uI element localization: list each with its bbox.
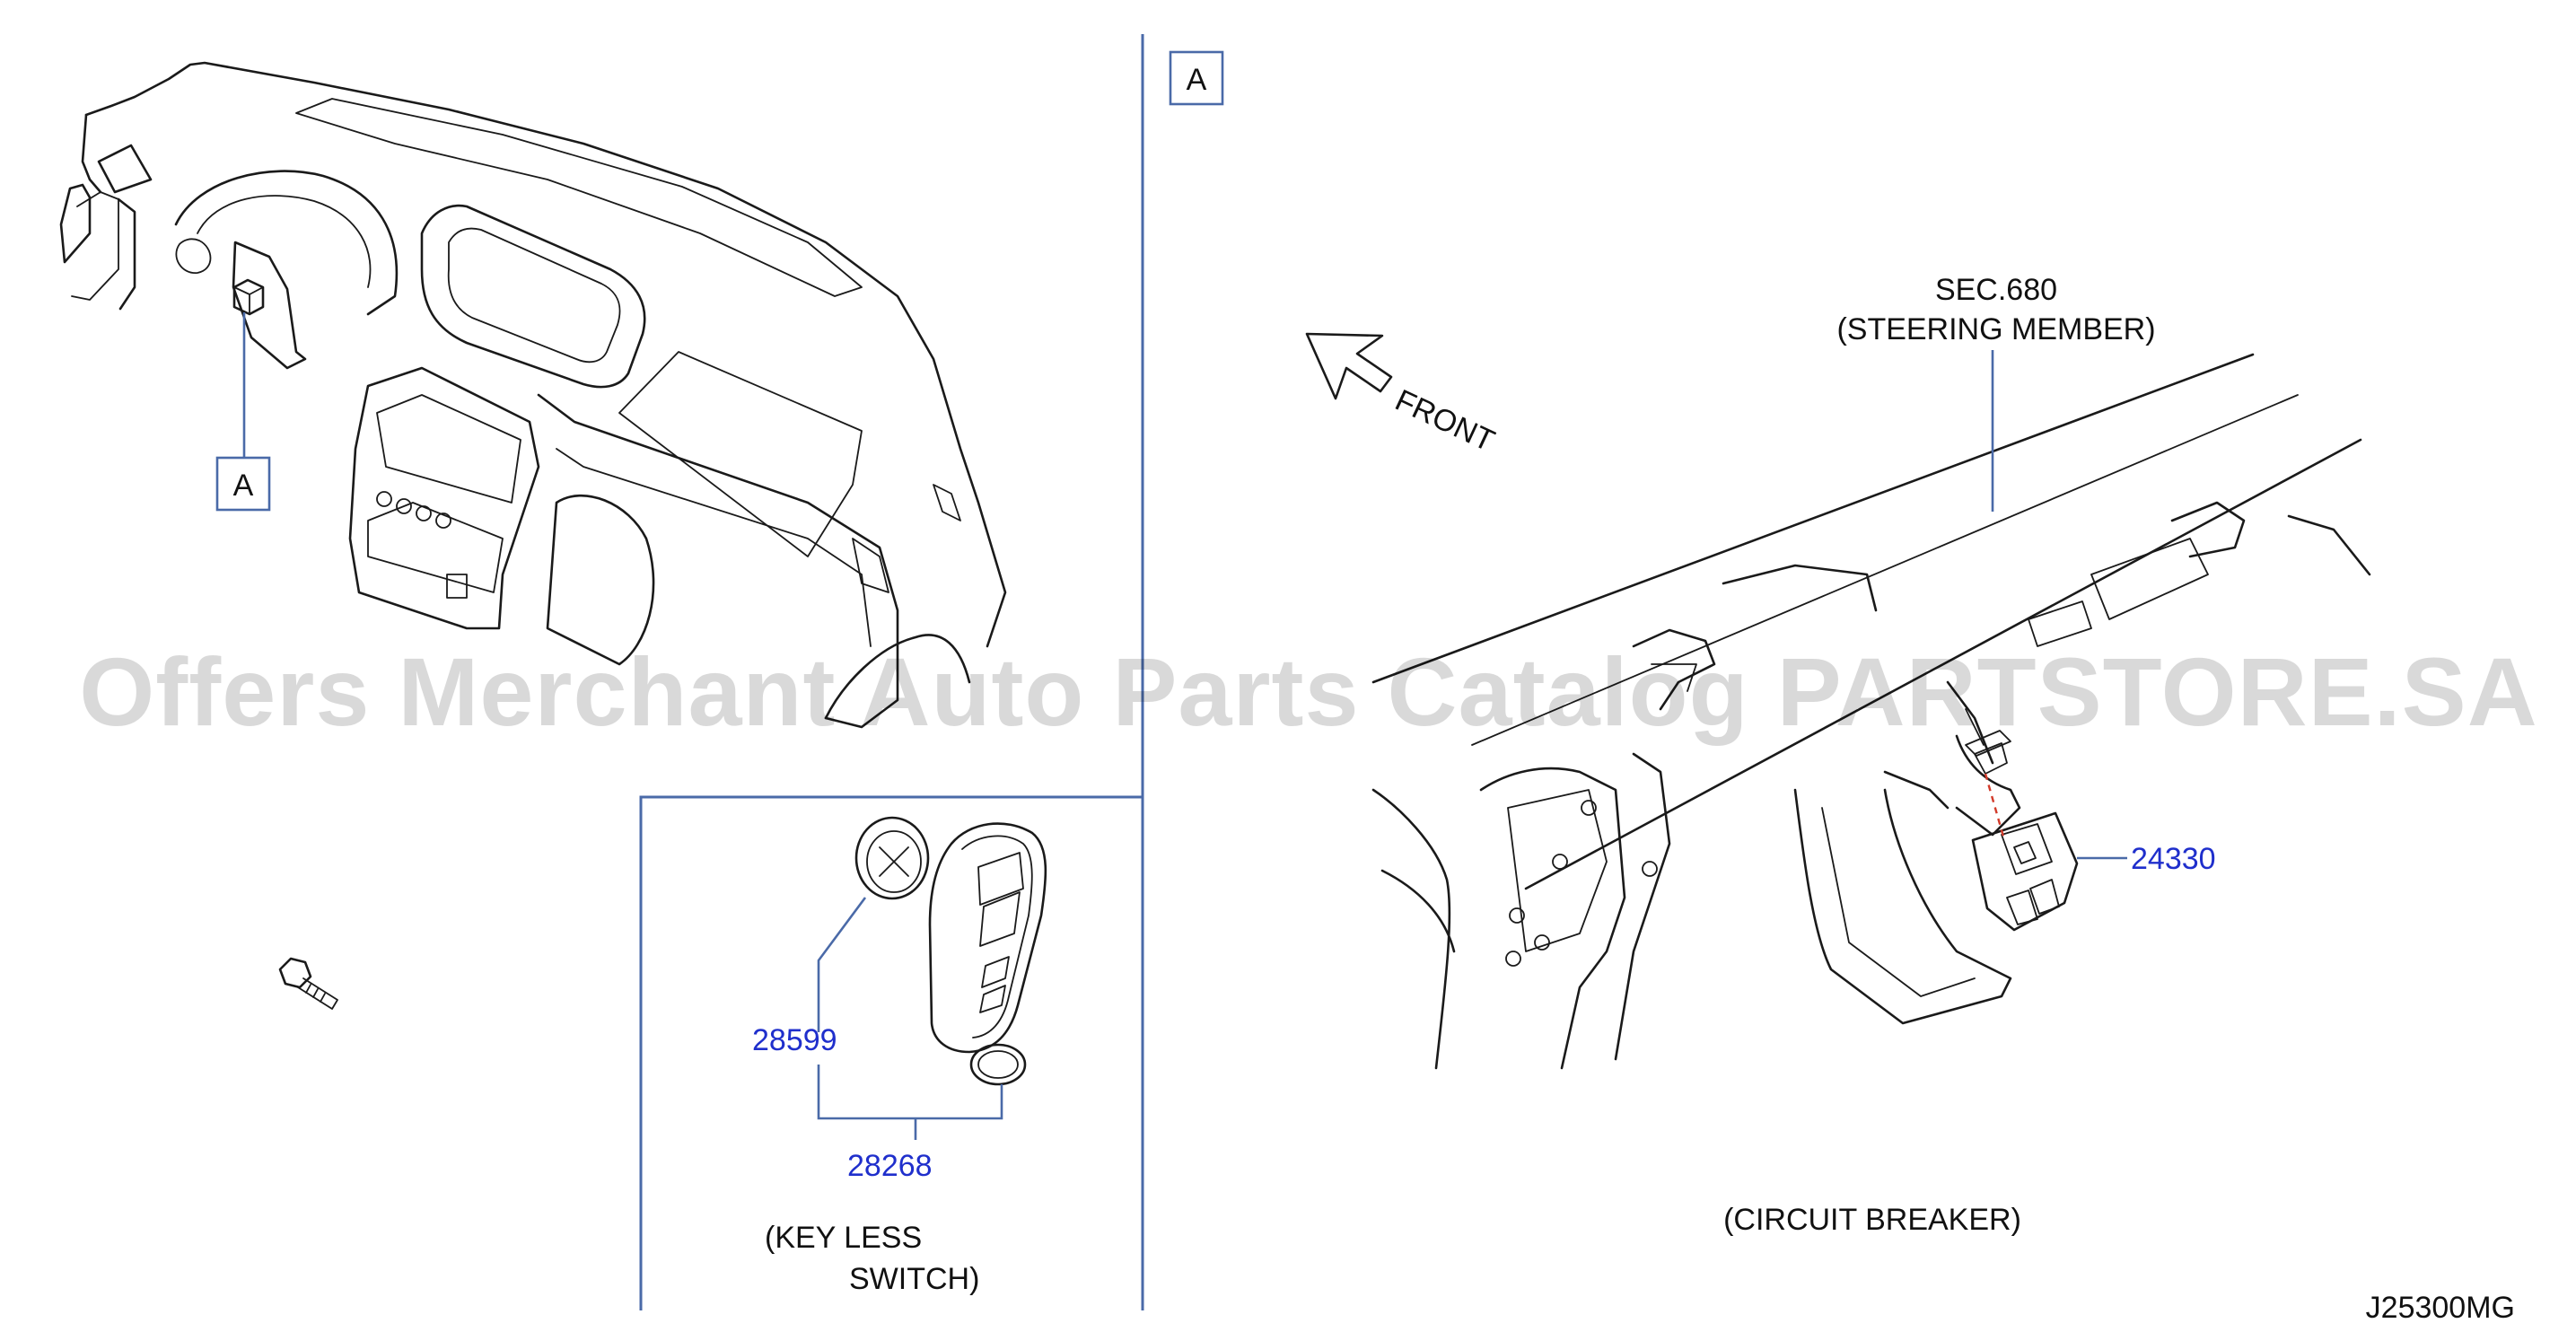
circuit-breaker-drawing: [1971, 811, 2079, 932]
part-number-24330[interactable]: 24330: [2131, 842, 2216, 876]
watermark: Offers Merchant Auto Parts Catalog PARTS…: [79, 637, 2537, 746]
keyless-leaders: [817, 897, 1003, 1140]
diagram-code: J25300MG: [2366, 1291, 2515, 1325]
panel-dividers: [639, 34, 1144, 1310]
section-ref-line1: SEC.680: [1935, 273, 2057, 307]
part-number-28268[interactable]: 28268: [847, 1149, 933, 1183]
view-a-frame-label: A: [1187, 63, 1207, 97]
circuit-breaker-caption: (CIRCUIT BREAKER): [1723, 1203, 2021, 1237]
part-number-28599[interactable]: 28599: [752, 1023, 837, 1057]
view-a-label: A: [233, 469, 254, 503]
bolt-drawing: [278, 957, 338, 1010]
view-a-frame: A: [1169, 50, 1224, 106]
view-a-callout: A: [215, 312, 271, 512]
instrument-panel-drawing: [59, 61, 1007, 729]
front-label: FRONT: [1390, 383, 1500, 459]
section-ref-line2: (STEERING MEMBER): [1836, 312, 2155, 346]
keyless-caption-line1: (KEY LESS: [765, 1221, 922, 1255]
keyless-remote-drawing: [854, 816, 1047, 1086]
steering-member-drawing: [1371, 353, 2371, 1070]
keyless-caption-line2: SWITCH): [849, 1262, 979, 1296]
front-arrow: FRONT: [1305, 332, 1500, 459]
